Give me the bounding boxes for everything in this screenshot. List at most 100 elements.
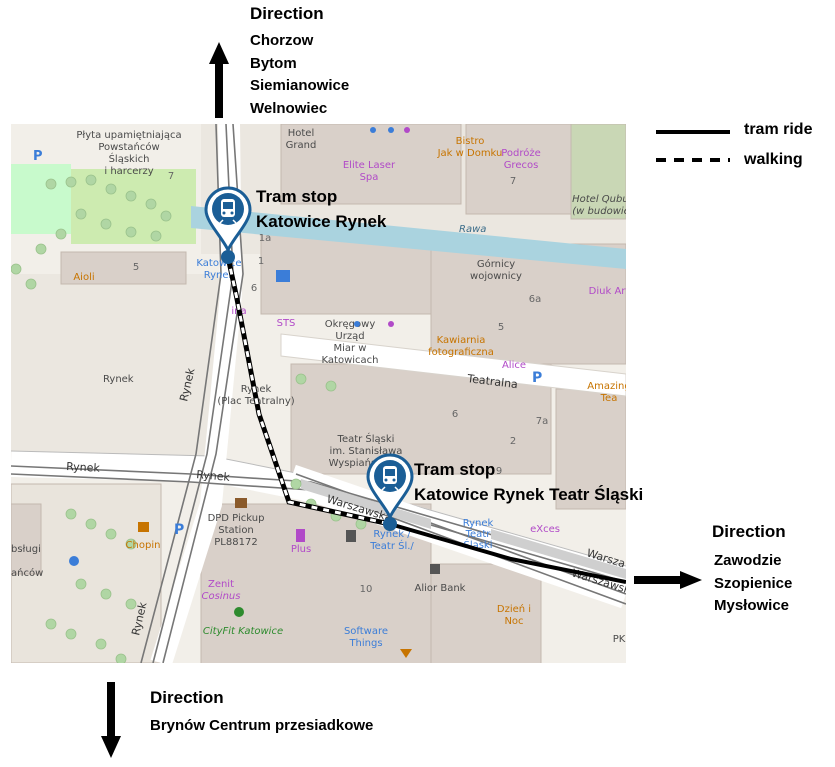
map-label: Rynek [66,460,101,475]
stop-label-teatr: Tram stop Katowice Rynek Teatr Śląski [414,457,643,507]
map-label: Teatr Śląski [337,432,395,445]
tram-icon [381,466,399,491]
map-label: Jak w Domku [437,148,503,159]
house-number: 7a [536,416,549,427]
stop-label-line1: Tram stop [414,460,496,479]
map-label: Things [348,638,382,649]
house-number: 6a [529,294,542,305]
tram-stop-marker-rynek[interactable] [204,186,252,254]
stop-point-rynek [221,250,235,264]
map-label: ańców [11,567,43,579]
east-stop: Szopienice [714,574,793,592]
east-stops-list: Zawodzie Szopienice Mysłowice [714,550,792,618]
south-arrow [96,680,126,760]
map-label: Zenit [208,579,234,590]
building [280,124,462,205]
walking-route-dashes [226,256,391,526]
map-label: fotograficzna [428,347,494,358]
poi-dot-icon [354,321,360,327]
map-label: Alice [502,360,526,371]
map-label: Aioli [73,272,94,283]
map-label: Rynek [103,374,134,385]
building [555,388,626,510]
map-label: CityFit Katowice [203,626,283,637]
poi-icons: P P P [33,127,542,658]
house-number: 1 [258,256,264,267]
park-area [11,164,71,234]
house-number: 9 [496,466,502,477]
north-arrow [204,40,234,120]
legend-label-walking: walking [744,151,803,168]
map-view[interactable]: Płyta upamiętniająca Powstańców Śląskich… [11,124,626,663]
map-label: Rynek [204,270,235,281]
map-label: eXces [530,524,560,535]
map-label: Teatr Śl./ [369,539,414,552]
map-label: Elite Laser [343,160,396,171]
atm-icon [346,530,356,542]
arrow-down-icon [101,682,121,758]
pedestrian-area [11,274,226,474]
map-label: Dzień i [497,603,531,615]
map-label: Spa [360,172,379,183]
map-label: Grand [286,140,317,151]
stop-label-line2: Katowice Rynek [256,212,387,231]
north-stops-list: Chorzow Bytom Siemianowice Welnowiec [250,30,349,120]
parking-icon: P [532,370,542,386]
map-label: Cosinus [202,591,241,602]
map-canvas[interactable]: Płyta upamiętniająca Powstańców Śląskich… [11,124,626,663]
bar-icon [400,649,412,658]
south-direction-title: Direction [150,688,224,707]
street-teatralna [280,333,626,397]
road-rynek-west-edge [11,450,626,567]
south-stops-list: Brynów Centrum przesiadkowe [150,715,373,738]
map-label: PL88172 [214,537,257,548]
east-stop: Mysłowice [714,597,790,614]
map-label: Rynek / [373,529,411,540]
map-label: Rawa [459,224,486,235]
tram-ride-route [389,522,626,584]
legend: tram ride walking [650,118,830,178]
map-label: Śląskich [109,152,150,165]
building [60,251,187,285]
map-label: DPD Pickup [208,513,265,524]
map-label: bsługi [11,544,41,555]
poi-dot-icon [404,127,410,133]
parking-icon: P [174,522,184,538]
map-label: Software [344,626,388,637]
house-number: 6 [452,409,458,420]
map-label: Tea [600,393,618,404]
map-label: Hotel Qubus [572,194,626,205]
north-stop: Welnowiec [250,99,328,117]
map-label: Alior Bank [415,583,466,594]
map-label: Teatralna [466,372,519,391]
building [200,503,432,663]
house-number: 2 [510,436,516,447]
building [430,563,542,663]
north-stop: Bytom [250,54,297,72]
map-label: Okręgowy [325,319,376,330]
north-stop: Chorzow [250,32,314,49]
house-number: 10 [360,584,373,595]
map-label: Katowicach [322,355,379,366]
map-label: (w budowie) [572,206,626,217]
info-board-icon [276,270,290,282]
map-label: i harcerzy [104,166,153,177]
poi-dot-icon [370,127,376,133]
map-label: Katowice [196,258,241,269]
map-label: Kawiarnia [437,335,486,346]
map-label: Noc [504,616,523,627]
bank-icon [430,564,440,574]
house-number: 6 [251,283,257,294]
arrow-right-icon [634,571,702,589]
poi-dot-icon [388,127,394,133]
poi-dot-icon [388,321,394,327]
map-label: Station [218,525,254,536]
map-label: PK [613,634,626,645]
legend-symbols [656,130,730,162]
tram-stop-marker-teatr[interactable] [366,453,414,521]
fitness-icon [234,607,244,617]
east-stop: Zawodzie [714,552,782,569]
map-label: Plus [291,544,311,555]
stop-label-line2: Katowice Rynek Teatr Śląski [414,485,644,504]
map-label: Bistro [456,136,485,147]
